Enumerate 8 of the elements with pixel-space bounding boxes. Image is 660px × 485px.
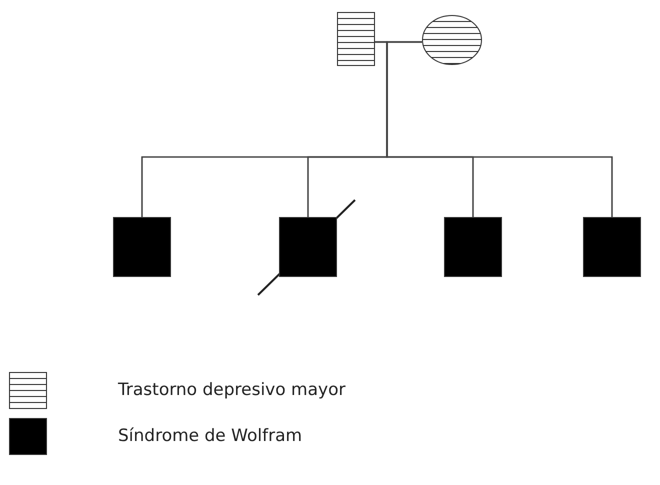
filled-square bbox=[444, 217, 502, 277]
filled-square bbox=[583, 217, 641, 277]
legend-text: Síndrome de Wolfram bbox=[118, 426, 302, 446]
striped-square bbox=[337, 12, 375, 66]
legend-text: Trastorno depresivo mayor bbox=[118, 380, 346, 400]
striped-circle bbox=[422, 15, 482, 65]
filled-square bbox=[279, 217, 337, 277]
filled-square bbox=[113, 217, 171, 277]
